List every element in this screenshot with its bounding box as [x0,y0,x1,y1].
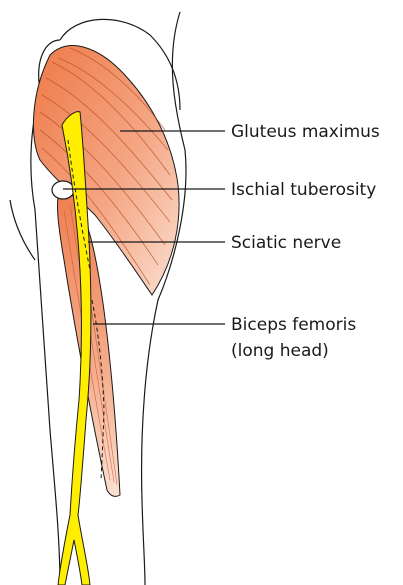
gluteus-maximus-muscle [33,46,179,295]
ischial-tuberosity [52,181,74,199]
label-gluteus-maximus: Gluteus maximus [231,122,380,142]
label-long-head: (long head) [231,341,329,361]
label-biceps-femoris: Biceps femoris [231,315,356,335]
label-ischial-tuberosity: Ischial tuberosity [231,180,376,200]
label-sciatic-nerve: Sciatic nerve [231,233,341,253]
